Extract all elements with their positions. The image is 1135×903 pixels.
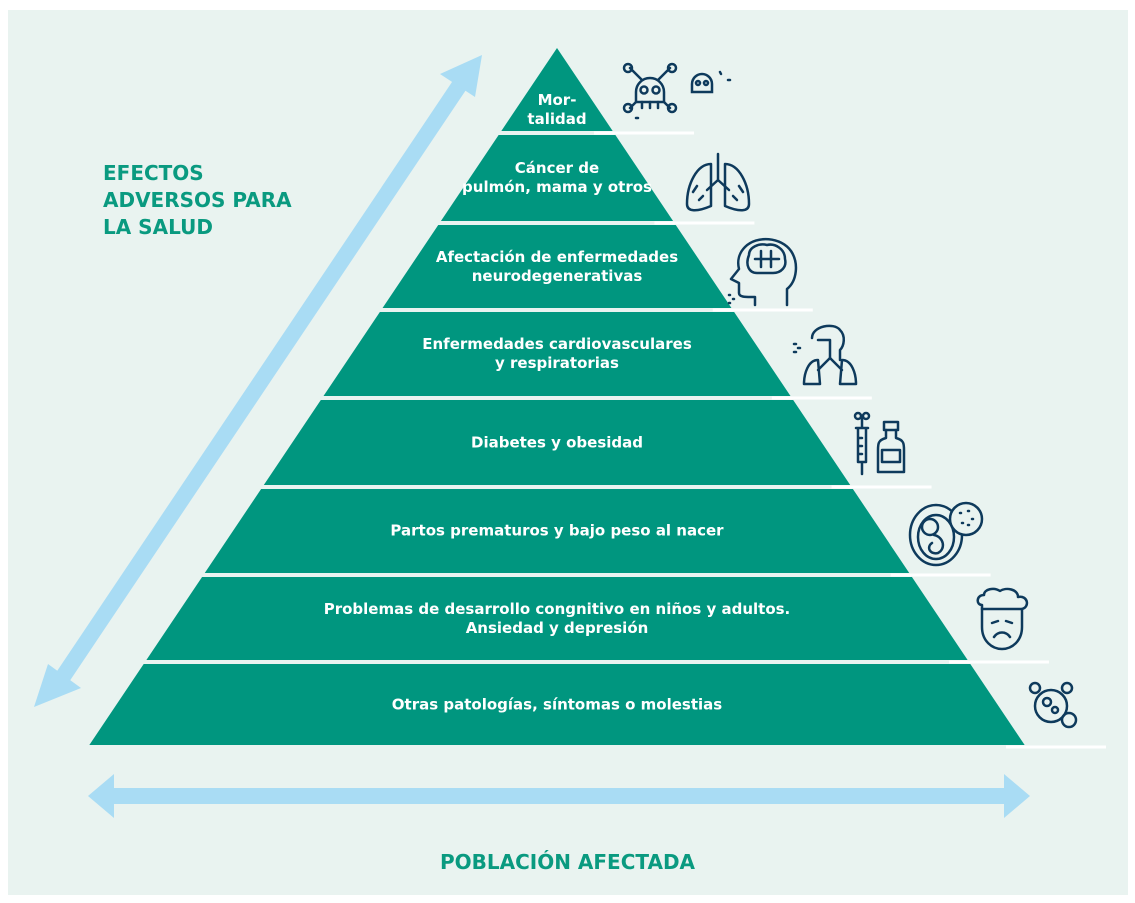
sad-face-icon [972, 587, 1034, 653]
tier-label-cardiorespiratory: Enfermedades cardiovasculares y respirat… [422, 335, 692, 372]
population-arrow [88, 774, 1030, 818]
pyramid-tier-cancer [440, 135, 674, 221]
tier-label-diabetes: Diabetes y obesidad [470, 433, 644, 451]
tier-separator-lines [594, 131, 1106, 749]
lungs-icon [683, 150, 753, 216]
pyramid-tier-cardiorespiratory [323, 312, 791, 396]
pyramid-tier-other [89, 664, 1025, 745]
molecule-icon [1027, 680, 1085, 732]
pyramid-tier-diabetes [263, 400, 851, 485]
syringe-vial-icon [848, 410, 908, 478]
pyramid-tier-neurodegenerative [382, 225, 732, 308]
fetus-icon [906, 497, 986, 569]
tier-label-cancer: Cáncer de pulmón, mama y otros [462, 159, 652, 196]
skull-crossbones-icon [622, 62, 742, 128]
tier-label-other: Otras patologías, síntomas o molestias [391, 695, 723, 713]
pyramid-tier-mortality [501, 48, 613, 131]
pyramid-tier-premature-births [204, 489, 910, 573]
tier-label-cognitive: Problemas de desarrollo congnitivo en ni… [323, 599, 791, 637]
pyramid-tier-cognitive [146, 577, 968, 660]
respiratory-system-icon [790, 320, 860, 390]
tier-label-neurodegenerative: Afectación de enfermedades neurodegenera… [435, 247, 679, 285]
pyramid-tiers [89, 48, 1025, 745]
tier-label-premature-births: Partos prematuros y bajo peso al nacer [390, 521, 724, 540]
severity-arrow [34, 55, 482, 707]
tier-label-mortality: Mor- talidad [527, 91, 587, 128]
adverse-effects-title: EFECTOS ADVERSOS PARA LA SALUD [103, 161, 292, 239]
brain-head-icon [727, 233, 803, 309]
affected-population-title: POBLACIÓN AFECTADA [439, 850, 696, 874]
